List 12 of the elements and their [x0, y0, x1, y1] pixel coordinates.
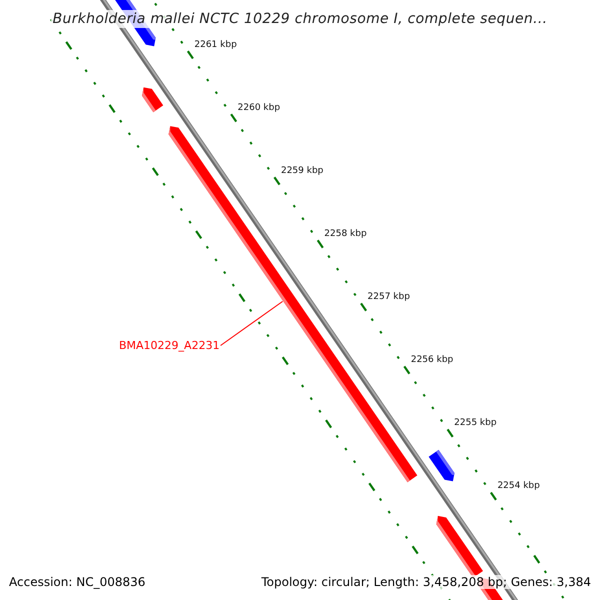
accession-text: Accession: NC_008836 [9, 575, 146, 589]
tick-label: 2254 kbp [497, 481, 540, 492]
tick-label: 2255 kbp [454, 418, 497, 428]
tick-label: 2259 kbp [280, 166, 324, 176]
tick-label: 2256 kbp [410, 355, 454, 366]
genome-info-text: Topology: circular; Length: 3,458,208 bp; Genes: 3,384 [261, 575, 591, 589]
leader-line [220, 300, 284, 346]
tick-label: 2261 kbp [194, 40, 237, 50]
gene-label: BMA10229_A2231 [119, 339, 220, 352]
tick-label: 2258 kbp [324, 228, 367, 239]
tick-label: 2260 kbp [238, 102, 280, 113]
tick-label: 2257 kbp [368, 292, 410, 302]
